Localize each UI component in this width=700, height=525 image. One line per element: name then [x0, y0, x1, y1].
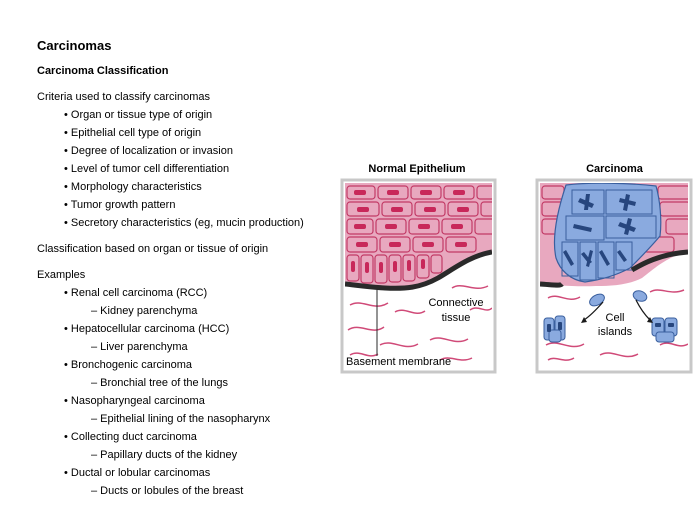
- example-detail: – Ducts or lobules of the breast: [91, 485, 244, 497]
- criteria-item: • Morphology characteristics: [64, 181, 202, 193]
- example-detail: – Kidney parenchyma: [91, 305, 198, 317]
- carcinoma-title: Carcinoma: [586, 163, 643, 175]
- example-name: • Ductal or lobular carcinomas: [64, 467, 211, 479]
- connective-label: tissue: [441, 312, 471, 324]
- criteria-item: • Tumor growth pattern: [64, 199, 176, 211]
- criteria-item: • Secretory characteristics (eg, mucin p…: [64, 217, 304, 229]
- criteria-item: • Level of tumor cell differentiation: [64, 163, 230, 175]
- carcinoma-panel-art: [540, 183, 688, 361]
- cell-nuclei: [351, 190, 469, 273]
- basement-membrane: [345, 249, 492, 291]
- connective-fibers: [347, 284, 492, 361]
- criteria-item: • Epithelial cell type of origin: [64, 127, 202, 139]
- cell-island-right-nuclei: [655, 323, 674, 327]
- normal-panel-art: [345, 183, 492, 361]
- tumor-mass: [553, 183, 662, 283]
- example-name: • Nasopharyngeal carcinoma: [64, 395, 205, 407]
- cell-islands-label: islands: [597, 326, 633, 338]
- example-detail: – Epithelial lining of the nasopharynx: [91, 413, 271, 425]
- tumor-nuclei: [563, 194, 636, 267]
- spread-arrows: [583, 299, 651, 321]
- cell-island-right: [651, 317, 678, 343]
- examples-heading: Examples: [37, 269, 86, 281]
- carcinoma-fibers: [545, 289, 688, 361]
- example-name: • Hepatocellular carcinoma (HCC): [64, 323, 230, 335]
- tumor-cells: [561, 189, 657, 281]
- cell-island-left-nuclei: [547, 322, 562, 332]
- example-detail: – Papillary ducts of the kidney: [91, 449, 238, 461]
- epithelial-cells: [346, 185, 492, 284]
- example-name: • Bronchogenic carcinoma: [64, 359, 192, 371]
- broken-basement-membrane: [540, 249, 688, 288]
- classification-text: Classification based on organ or tissue …: [37, 243, 269, 255]
- section-subtitle: Carcinoma Classification: [37, 65, 169, 77]
- criteria-item: • Degree of localization or invasion: [64, 145, 233, 157]
- normal-epithelium-title: Normal Epithelium: [368, 163, 466, 175]
- example-detail: – Liver parenchyma: [91, 341, 188, 353]
- example-detail: – Bronchial tree of the lungs: [91, 377, 228, 389]
- example-name: • Collecting duct carcinoma: [64, 431, 197, 443]
- basement-label: Basement membrane: [346, 356, 452, 368]
- criteria-item: • Organ or tissue type of origin: [64, 109, 213, 121]
- connective-label: Connective: [428, 297, 484, 309]
- criteria-heading: Criteria used to classify carcinomas: [37, 91, 211, 103]
- example-name: • Renal cell carcinoma (RCC): [64, 287, 208, 299]
- page-title: Carcinomas: [37, 38, 112, 53]
- cell-islands-label: Cell: [605, 312, 625, 324]
- invading-cells: [589, 290, 648, 307]
